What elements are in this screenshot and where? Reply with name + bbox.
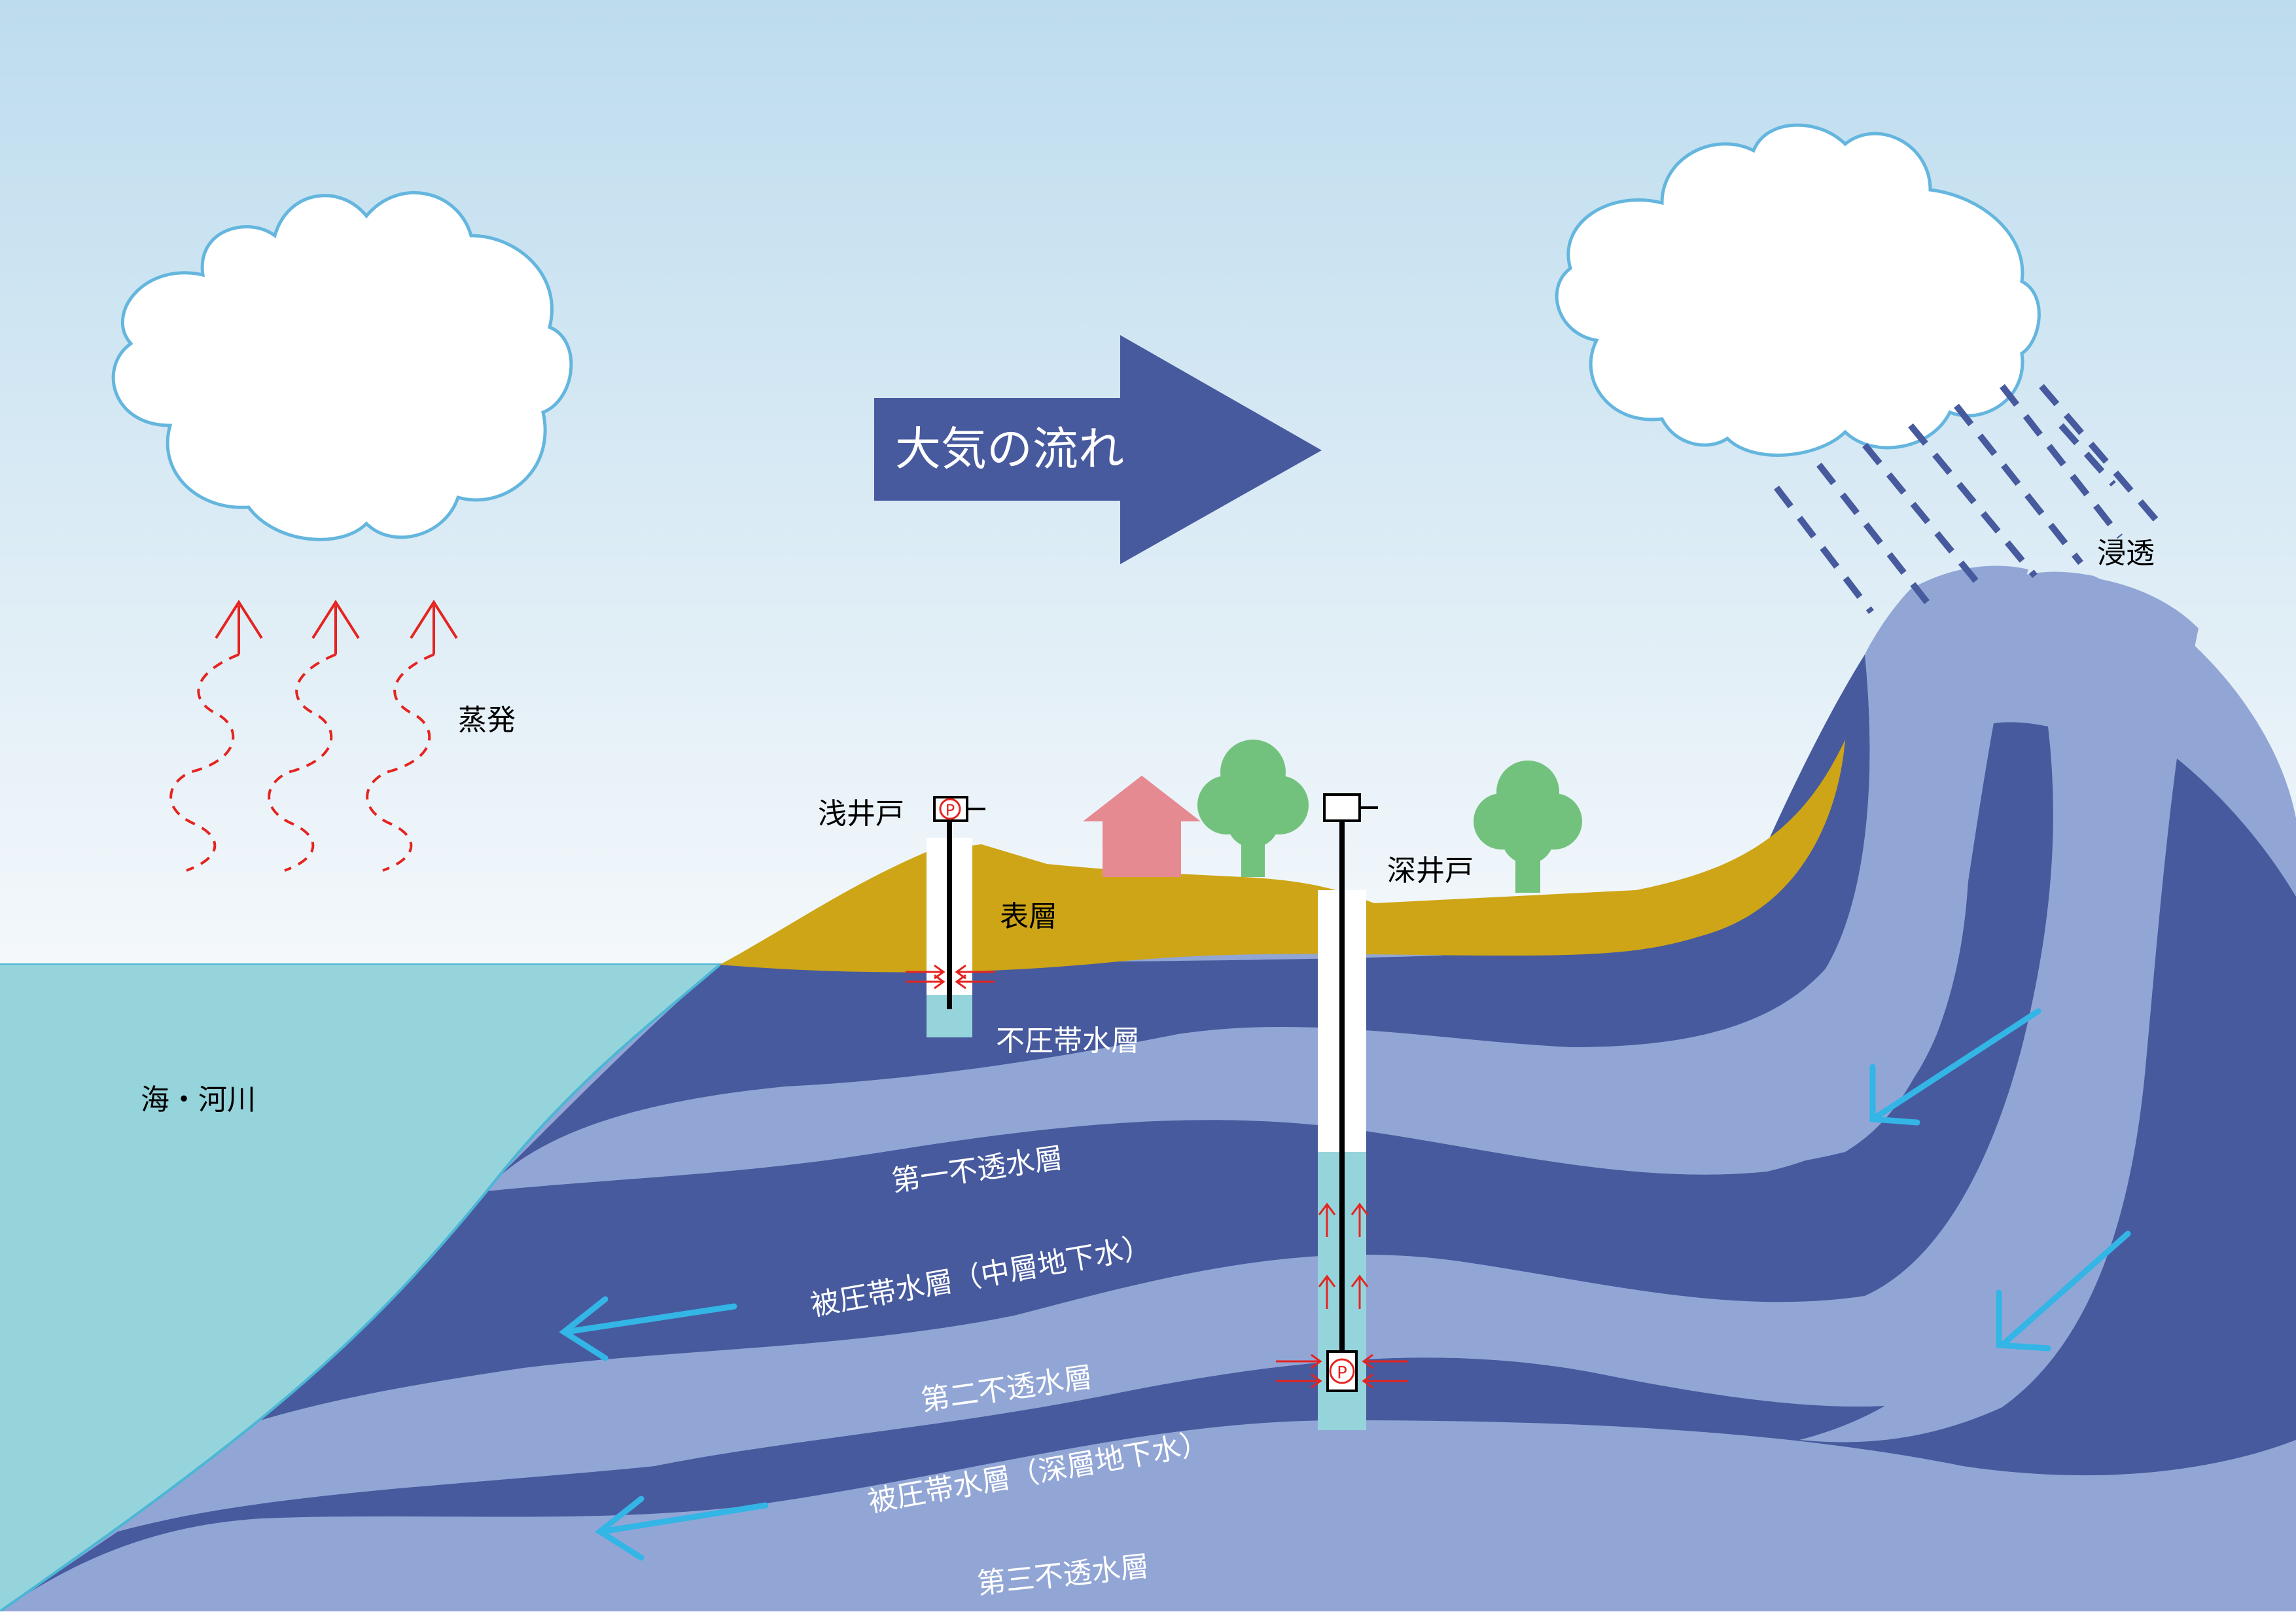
shallow-well-head	[933, 796, 968, 822]
shallow-well-label: 浅井戸	[818, 797, 904, 831]
atmosphere-flow-label: 大気の流れ	[895, 422, 1124, 476]
evaporation-arrows	[169, 600, 458, 872]
deep-pump-label: P	[1337, 1363, 1347, 1383]
topsoil-layer	[720, 740, 1845, 973]
first-aquitard-layer	[196, 589, 1969, 1276]
cloud-right	[1555, 123, 2041, 457]
tree-icon-2	[1474, 761, 1582, 893]
mountain-band-1	[1636, 565, 2028, 1172]
sea-river-label: 海・河川	[141, 1083, 256, 1117]
cloud-left	[111, 191, 573, 541]
unconfined-aquifer-layer	[497, 655, 1870, 1178]
surface-layer-label: 表層	[1000, 900, 1057, 933]
deep-well-pump-icon	[1329, 1358, 1355, 1384]
groundwater-flow-arrows	[559, 1008, 2131, 1561]
sea-overlay	[0, 965, 720, 1611]
evaporation-label: 蒸発	[458, 704, 516, 737]
infiltration-label: 浸透	[2097, 537, 2155, 570]
middle-confined-aquifer	[170, 722, 2053, 1453]
deep-well-label: 深井戸	[1387, 854, 1474, 888]
deep-well-pump-box	[1326, 1350, 1358, 1392]
deep-well-head	[1323, 793, 1361, 822]
deep-well-inflow-arrows	[1276, 1354, 1408, 1389]
deep-confined-aquifer	[0, 720, 2296, 1611]
unconfined-aquifer-label: 不圧帯水層	[996, 1024, 1140, 1058]
shallow-well-pump-icon	[939, 798, 961, 820]
tree-icon-1	[1197, 740, 1309, 877]
mountain-band-2	[1799, 576, 2199, 1443]
atmosphere-flow-arrow	[874, 335, 1322, 564]
shallow-well-inflow-arrows	[906, 964, 995, 990]
house-icon	[1083, 776, 1201, 877]
second-aquitard-layer	[118, 713, 2125, 1532]
deep-well-upflow-arrows	[1318, 1202, 1369, 1309]
coastline	[0, 963, 721, 1613]
shallow-pump-label: P	[945, 801, 955, 819]
rain	[1774, 384, 2162, 615]
